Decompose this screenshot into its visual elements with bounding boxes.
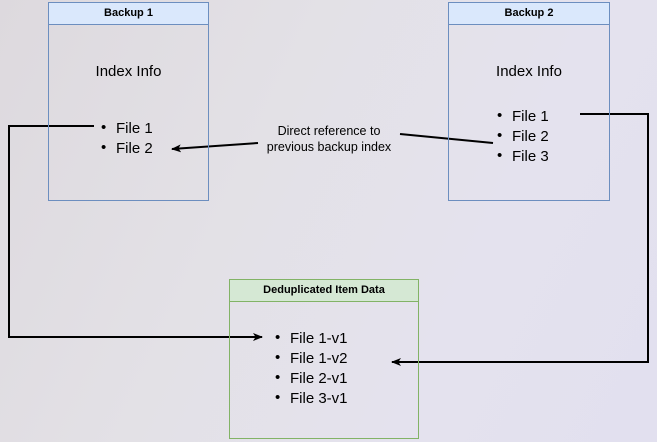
list-item: File 3-v1 <box>275 388 348 409</box>
deduplicated-item-data-header: Deduplicated Item Data <box>230 280 418 302</box>
direct-reference-caption-line-1: Direct reference to <box>277 124 381 138</box>
backup-2-box[interactable]: Backup 2 Index Info File 1 File 2 File 3 <box>448 2 610 201</box>
backup-2-file-list: File 1 File 2 File 3 <box>497 106 549 167</box>
backup-2-header: Backup 2 <box>449 3 609 25</box>
backup-1-body: Index Info File 1 File 2 <box>49 25 208 200</box>
backup-1-index-info-label: Index Info <box>95 63 162 80</box>
list-item: File 3 <box>497 146 549 167</box>
deduplicated-item-data-box[interactable]: Deduplicated Item Data File 1-v1 File 1-… <box>229 279 419 439</box>
list-item: File 1-v2 <box>275 348 348 369</box>
backup-1-header: Backup 1 <box>49 3 208 25</box>
list-item: File 2-v1 <box>275 368 348 389</box>
list-item: File 1 <box>497 106 549 127</box>
deduplicated-item-data-body: File 1-v1 File 1-v2 File 2-v1 File 3-v1 <box>230 302 418 438</box>
list-item: File 1 <box>101 118 153 139</box>
list-item: File 2 <box>101 138 153 159</box>
direct-reference-caption: Direct reference to previous backup inde… <box>254 123 404 155</box>
backup-2-body: Index Info File 1 File 2 File 3 <box>449 25 609 200</box>
direct-reference-caption-line-2: previous backup index <box>266 140 392 154</box>
list-item: File 2 <box>497 126 549 147</box>
deduplicated-file-list: File 1-v1 File 1-v2 File 2-v1 File 3-v1 <box>275 328 348 409</box>
backup-2-index-info-label: Index Info <box>496 63 562 80</box>
list-item: File 1-v1 <box>275 328 348 349</box>
backup-1-box[interactable]: Backup 1 Index Info File 1 File 2 <box>48 2 209 201</box>
backup-1-file-list: File 1 File 2 <box>101 118 153 159</box>
